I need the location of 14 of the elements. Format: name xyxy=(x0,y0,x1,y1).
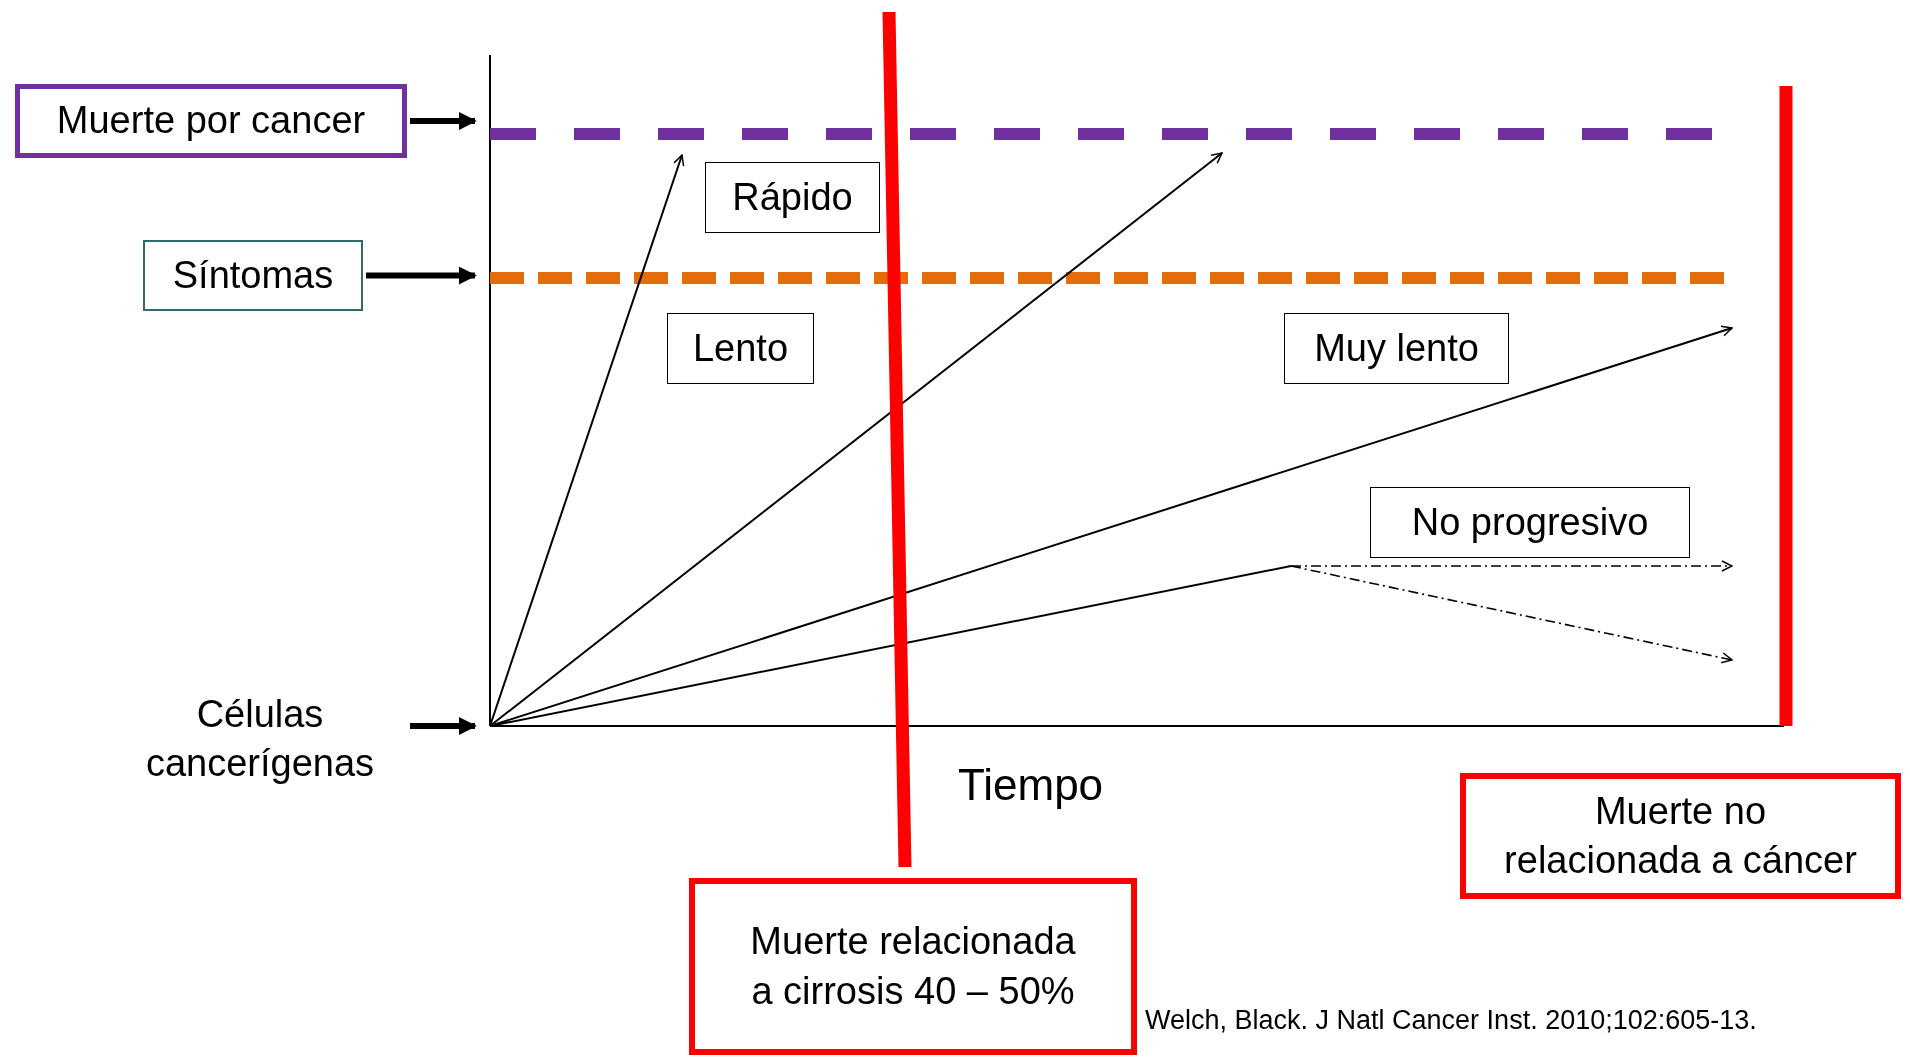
outcome-box: Muerte no relacionada a cáncer xyxy=(1460,773,1901,899)
label-box: Muerte por cancer xyxy=(15,84,407,158)
text-label: Células cancerígenas xyxy=(110,684,410,794)
trajectory-label: Rápido xyxy=(705,162,880,233)
trajectory-label: Muy lento xyxy=(1284,313,1509,384)
trajectory-label: No progresivo xyxy=(1370,487,1690,558)
outcome-box: Muerte relacionada a cirrosis 40 – 50% xyxy=(689,878,1137,1055)
axis-title: Tiempo xyxy=(958,760,1104,810)
citation: Welch, Black. J Natl Cancer Inst. 2010;102:605-13. xyxy=(1145,1005,1757,1036)
label-box: Síntomas xyxy=(143,240,363,311)
arrow xyxy=(410,717,477,735)
trajectory-label: Lento xyxy=(667,313,814,384)
arrow xyxy=(410,112,477,130)
arrow xyxy=(366,266,477,285)
